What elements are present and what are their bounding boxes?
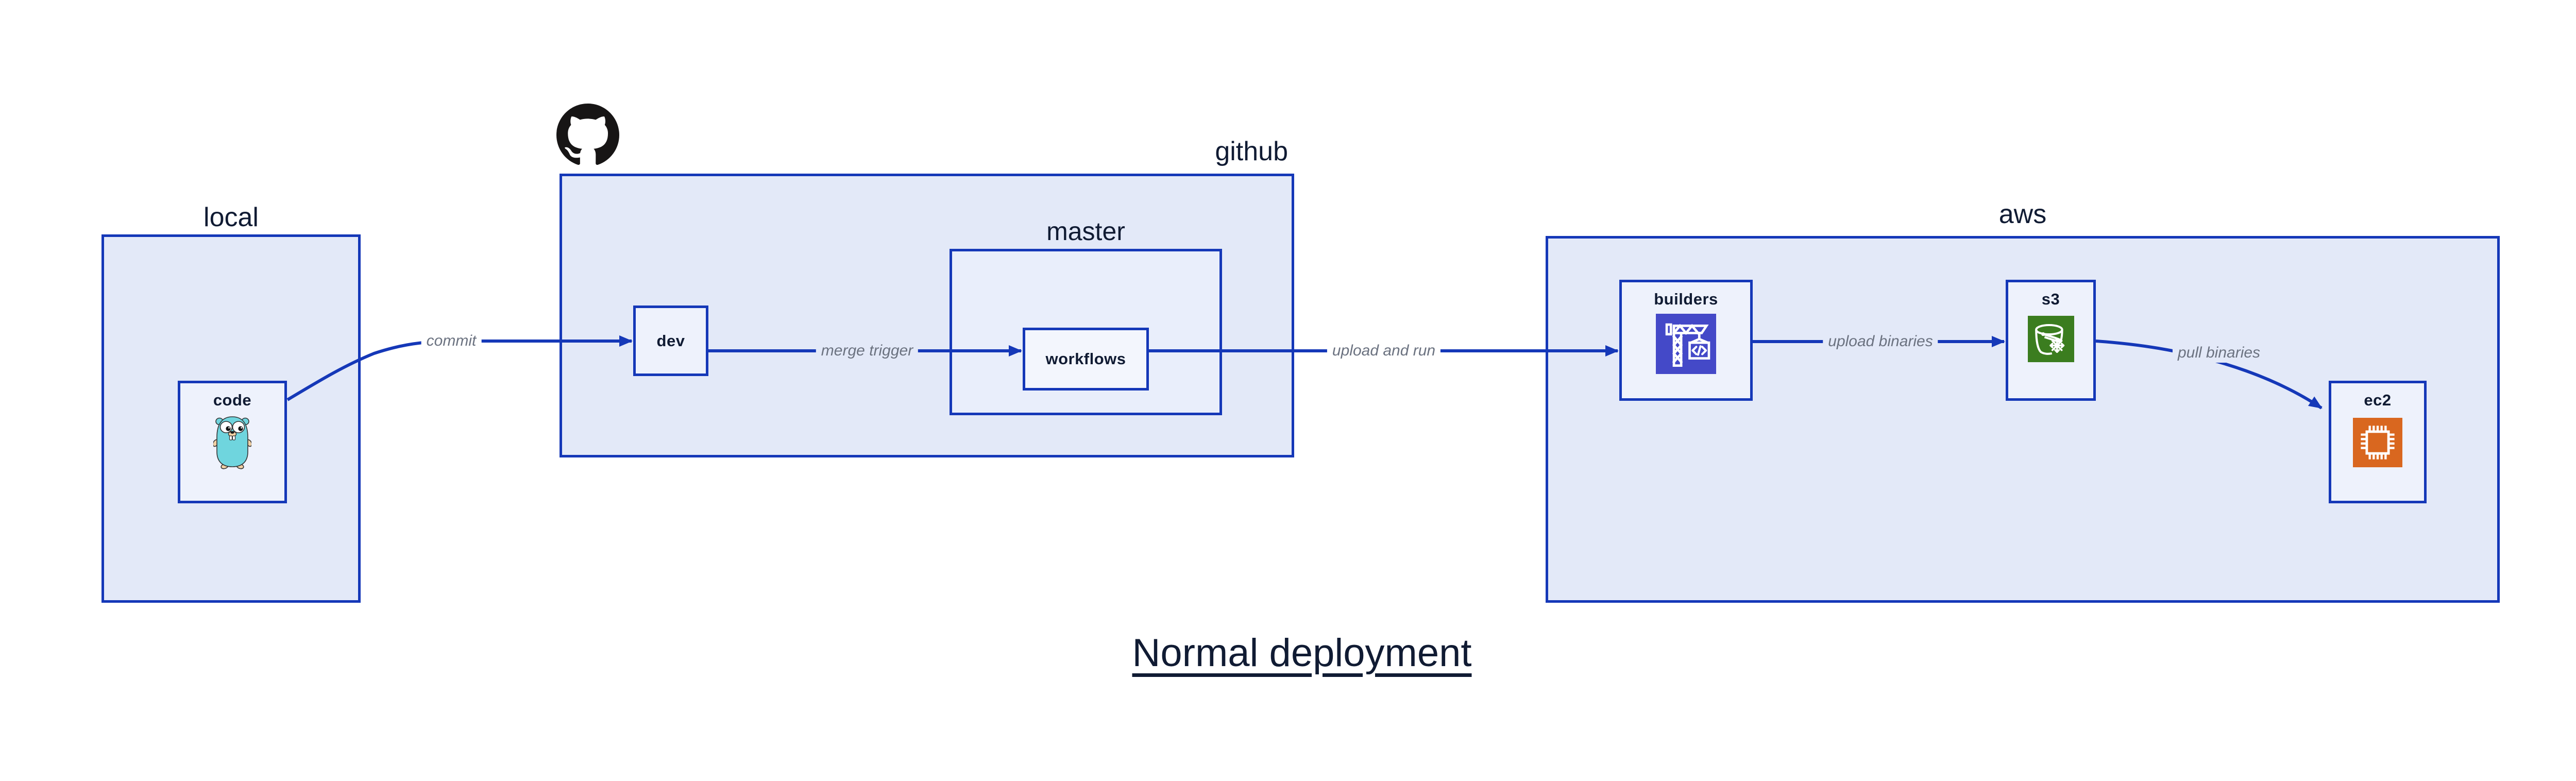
codebuild-crane-icon <box>1656 314 1716 377</box>
s3-glacier-bucket-icon <box>2027 316 2074 365</box>
code-label: code <box>213 391 252 409</box>
edge-label-commit: commit <box>421 331 482 351</box>
master-label: master <box>1046 217 1125 246</box>
aws-label: aws <box>1998 199 2047 229</box>
go-gopher-icon <box>212 415 252 472</box>
dev-label: dev <box>656 331 685 350</box>
github-octocat-icon <box>556 104 620 169</box>
node-builders: builders <box>1619 280 1753 401</box>
builders-label: builders <box>1654 290 1718 308</box>
github-label: github <box>1215 137 1288 166</box>
node-dev: dev <box>633 305 708 376</box>
node-ec2: ec2 <box>2329 381 2427 503</box>
edge-label-upload-binaries: upload binaries <box>1823 332 1938 351</box>
local-label: local <box>204 202 259 232</box>
ec2-label: ec2 <box>2364 391 2392 409</box>
edge-label-merge-trigger: merge trigger <box>816 341 919 361</box>
edge-label-upload-and-run: upload and run <box>1327 341 1441 361</box>
node-code: code <box>178 381 287 503</box>
s3-label: s3 <box>2041 290 2060 308</box>
edge-label-pull-binaries: pull binaries <box>2172 343 2266 363</box>
workflows-label: workflows <box>1045 350 1126 368</box>
node-workflows: workflows <box>1023 328 1149 390</box>
diagram-title: Normal deployment <box>1132 631 1472 675</box>
ec2-chip-icon <box>2353 418 2402 470</box>
node-s3: s3 <box>2006 280 2096 401</box>
